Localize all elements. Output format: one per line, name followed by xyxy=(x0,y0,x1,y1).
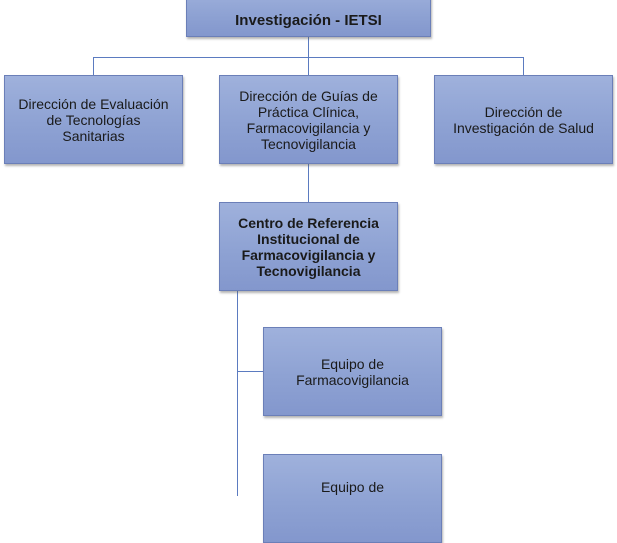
connector-center-trunk xyxy=(237,291,238,496)
org-node-evaluacion-tecnologias: Dirección de Evaluación de Tecnologías S… xyxy=(4,75,183,164)
org-node-centro-referencia: Centro de Referencia Institucional de Fa… xyxy=(219,202,398,291)
org-node-equipo-partial: Equipo de xyxy=(263,454,442,543)
connector-to-directorate-1 xyxy=(93,57,94,75)
org-node-guias-practica-clinica: Dirección de Guías de Práctica Clínica, … xyxy=(219,75,398,164)
connector-directorate-2-to-center xyxy=(308,164,309,202)
org-node-investigacion-salud: Dirección de Investigación de Salud xyxy=(434,75,613,164)
connector-root-down xyxy=(308,37,309,57)
org-node-ietsi: Investigación - IETSI xyxy=(186,0,431,37)
connector-to-directorate-2 xyxy=(308,57,309,75)
connector-to-team-1 xyxy=(237,371,263,372)
org-node-equipo-farmacovigilancia: Equipo de Farmacovigilancia xyxy=(263,327,442,416)
connector-to-directorate-3 xyxy=(523,57,524,75)
